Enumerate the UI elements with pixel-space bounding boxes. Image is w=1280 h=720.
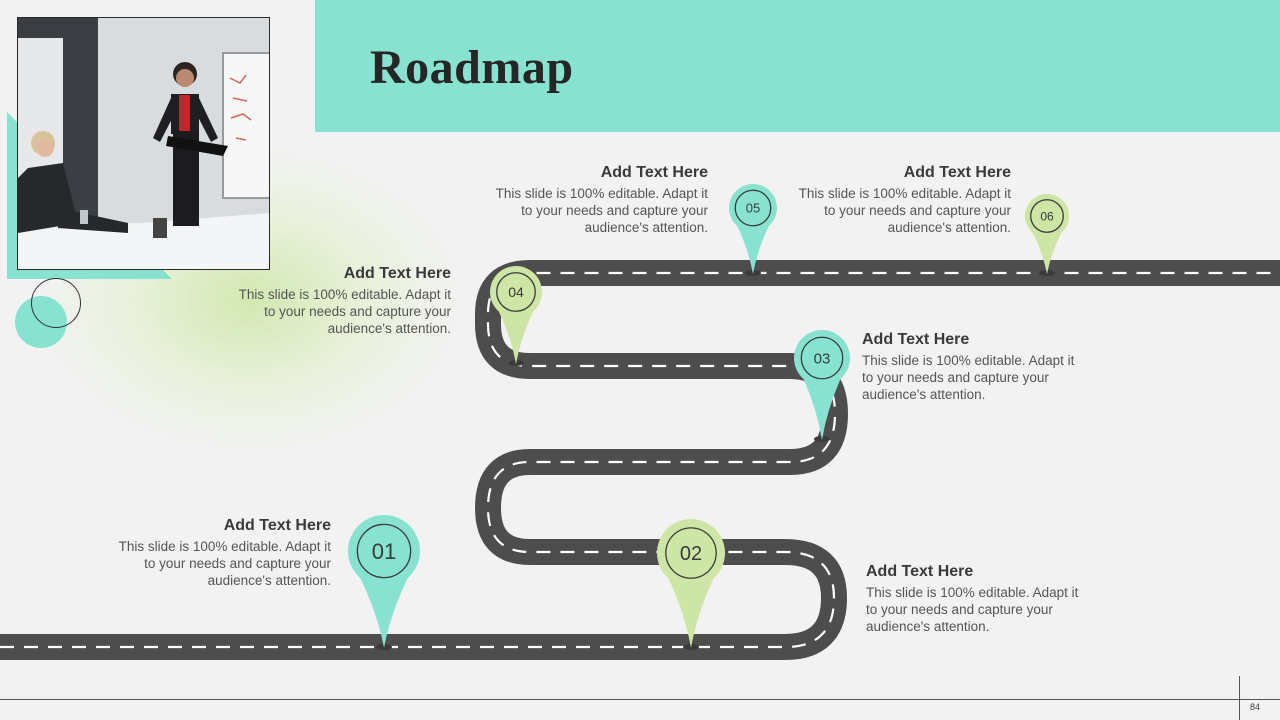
milestone-text-01: Add Text Here This slide is 100% editabl… bbox=[106, 517, 331, 589]
header-bar bbox=[315, 0, 1280, 132]
meeting-photo bbox=[17, 17, 270, 270]
pin-06: 06 bbox=[1025, 193, 1069, 276]
pin-ring bbox=[356, 523, 412, 579]
pin-body bbox=[348, 515, 420, 648]
pin-ring bbox=[800, 336, 844, 380]
milestone-text-05: Add Text Here This slide is 100% editabl… bbox=[483, 164, 708, 236]
milestone-heading: Add Text Here bbox=[600, 164, 708, 181]
milestone-body: This slide is 100% editable. Adapt it to… bbox=[862, 353, 1075, 402]
pin-body bbox=[656, 519, 725, 648]
milestone-body: This slide is 100% editable. Adapt it to… bbox=[495, 186, 708, 235]
pin-number: 03 bbox=[814, 350, 831, 367]
milestone-heading: Add Text Here bbox=[866, 563, 974, 580]
milestone-text-02: Add Text Here This slide is 100% editabl… bbox=[866, 563, 1091, 635]
pin-number: 02 bbox=[680, 543, 702, 565]
milestone-text-04: Add Text Here This slide is 100% editabl… bbox=[226, 265, 451, 337]
decor-circle-outline bbox=[31, 278, 81, 328]
pin-02: 02 bbox=[656, 519, 725, 650]
pin-ring bbox=[665, 527, 717, 579]
milestone-text-03: Add Text Here This slide is 100% editabl… bbox=[862, 331, 1087, 403]
footer-divider bbox=[0, 699, 1280, 700]
milestone-heading: Add Text Here bbox=[343, 265, 451, 282]
milestone-body: This slide is 100% editable. Adapt it to… bbox=[866, 585, 1079, 634]
pin-body bbox=[1025, 193, 1069, 274]
page-number: 84 bbox=[1250, 702, 1261, 712]
pin-ring bbox=[734, 189, 772, 227]
milestone-heading: Add Text Here bbox=[903, 164, 1011, 181]
milestone-text-06: Add Text Here This slide is 100% editabl… bbox=[786, 164, 1011, 236]
milestone-body: This slide is 100% editable. Adapt it to… bbox=[798, 186, 1011, 235]
road-center-line bbox=[0, 271, 1280, 649]
milestone-body: This slide is 100% editable. Adapt it to… bbox=[238, 287, 451, 336]
slide-title: Roadmap bbox=[370, 41, 574, 94]
milestone-heading: Add Text Here bbox=[223, 517, 331, 534]
milestone-heading: Add Text Here bbox=[862, 331, 970, 348]
pin-body bbox=[489, 266, 542, 364]
pin-ring bbox=[1030, 199, 1064, 233]
footer-tick bbox=[1239, 676, 1240, 720]
pin-number: 01 bbox=[372, 539, 396, 564]
pin-body bbox=[729, 184, 777, 274]
pin-number: 06 bbox=[1040, 209, 1054, 223]
pin-number: 04 bbox=[508, 284, 524, 300]
pin-01: 01 bbox=[348, 515, 420, 650]
pin-number: 05 bbox=[746, 201, 760, 216]
pin-03: 03 bbox=[794, 330, 850, 442]
pin-04: 04 bbox=[489, 266, 542, 366]
pin-05: 05 bbox=[729, 184, 777, 276]
pin-ring bbox=[496, 272, 536, 312]
meeting-photo-illustration bbox=[18, 18, 269, 269]
milestone-body: This slide is 100% editable. Adapt it to… bbox=[118, 539, 331, 588]
pin-body bbox=[794, 330, 850, 440]
